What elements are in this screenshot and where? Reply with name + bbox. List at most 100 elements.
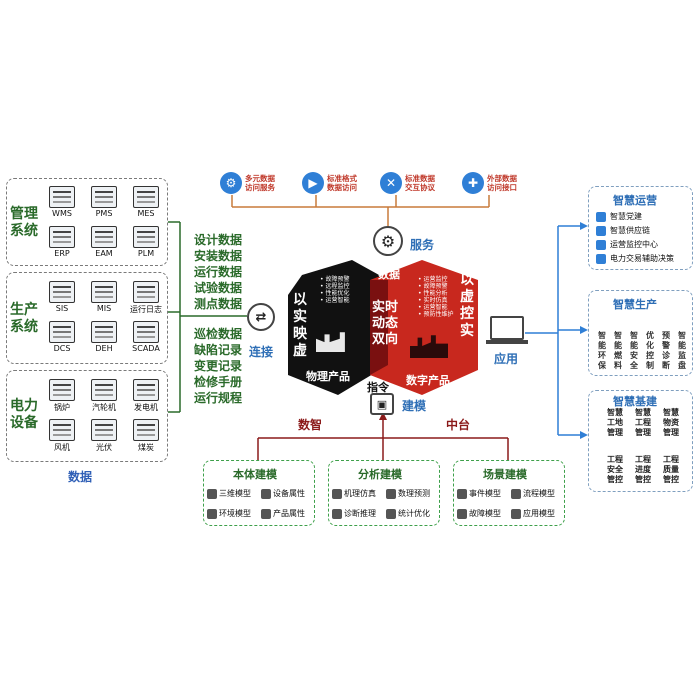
smart-construction-bottom-item[interactable]: 工程安全管控 bbox=[607, 455, 623, 484]
operation-line-label: 电力交易辅助决策 bbox=[610, 254, 674, 263]
system-item: 光伏 bbox=[82, 419, 126, 453]
modeling-item[interactable]: 事件模型 bbox=[457, 488, 501, 499]
bottom-right-word: 中台 bbox=[446, 418, 471, 432]
smart-construction-top-item[interactable]: 智慧工程管理 bbox=[635, 408, 651, 437]
system-item-icon bbox=[49, 379, 75, 401]
modeling-item-icon bbox=[511, 488, 521, 499]
system-item: ERP bbox=[40, 226, 84, 258]
service-text: 多元数据访问服务 bbox=[245, 174, 275, 192]
modeling-item-label: 事件模型 bbox=[469, 489, 501, 498]
system-item-label: 光伏 bbox=[96, 443, 112, 452]
modeling-group-box bbox=[203, 460, 315, 526]
system-item-label: PLM bbox=[137, 249, 155, 258]
smart-operation-line[interactable]: 智慧党建 bbox=[596, 211, 642, 222]
data-list-group-1: 设计数据安装数据运行数据试验数据测点数据 bbox=[194, 233, 243, 311]
service-item[interactable]: ✚外部数据访问接口 bbox=[462, 172, 517, 194]
system-item-label: 风机 bbox=[54, 443, 70, 452]
smart-production-column[interactable]: 智能安全 bbox=[630, 331, 638, 370]
modeling-item-icon bbox=[207, 508, 217, 519]
category-label-management: 管理系统 bbox=[10, 206, 38, 239]
modeling-item[interactable]: 故障模型 bbox=[457, 508, 501, 519]
system-item: MIS bbox=[82, 281, 126, 313]
right-product-label: 数字产品 bbox=[406, 374, 450, 387]
smart-production-column[interactable]: 智能环保 bbox=[598, 331, 606, 370]
system-item: 发电机 bbox=[124, 379, 168, 413]
modeling-item[interactable]: 产品属性 bbox=[261, 508, 305, 519]
smart-operation-line[interactable]: 智慧供应链 bbox=[596, 225, 650, 236]
modeling-item[interactable]: 机理仿真 bbox=[332, 488, 376, 499]
operation-line-icon bbox=[596, 253, 606, 264]
smart-construction-panel bbox=[588, 390, 693, 492]
system-item: 锅炉 bbox=[40, 379, 84, 413]
system-item-icon bbox=[49, 226, 75, 248]
modeling-item-icon bbox=[332, 508, 342, 519]
left-hex-title: 以实映虚 bbox=[293, 292, 307, 359]
smart-production-column[interactable]: 智能燃料 bbox=[614, 331, 622, 370]
modeling-item[interactable]: 流程模型 bbox=[511, 488, 555, 499]
modeling-item-icon bbox=[207, 488, 217, 499]
data-footer-label: 数据 bbox=[68, 470, 93, 484]
center-data-word: 数据 bbox=[378, 268, 400, 281]
modeling-item-icon bbox=[332, 488, 342, 499]
system-item-label: 汽轮机 bbox=[92, 403, 116, 412]
system-item: MES bbox=[124, 186, 168, 218]
smart-production-column[interactable]: 预警诊断 bbox=[662, 331, 670, 370]
system-item-label: MES bbox=[137, 209, 155, 218]
system-item-icon bbox=[133, 281, 159, 303]
smart-construction-top-item[interactable]: 智慧物资管理 bbox=[663, 408, 679, 437]
system-item: DEH bbox=[82, 321, 126, 353]
system-item-icon bbox=[49, 419, 75, 441]
service-item[interactable]: ▶标准格式数据访问 bbox=[302, 172, 357, 194]
category-label-production: 生产系统 bbox=[10, 302, 38, 335]
modeling-group-title: 场景建模 bbox=[483, 468, 527, 481]
operation-line-label: 智慧党建 bbox=[610, 212, 642, 221]
modeling-item-label: 设备属性 bbox=[273, 489, 305, 498]
system-item-icon bbox=[133, 419, 159, 441]
data-list-group-2: 巡检数据缺陷记录变更记录检修手册运行规程 bbox=[194, 327, 243, 405]
modeling-item[interactable]: 三维模型 bbox=[207, 488, 251, 499]
system-item-label: DCS bbox=[53, 344, 71, 353]
command-label: 指令 bbox=[367, 381, 389, 394]
system-item-label: PMS bbox=[95, 209, 113, 218]
system-item: PLM bbox=[124, 226, 168, 258]
modeling-item[interactable]: 设备属性 bbox=[261, 488, 305, 499]
smart-production-column[interactable]: 智能监盘 bbox=[678, 331, 686, 370]
service-item[interactable]: ✕标准数据交互协议 bbox=[380, 172, 435, 194]
center-hexagons bbox=[288, 260, 478, 395]
service-item[interactable]: ⚙多元数据访问服务 bbox=[220, 172, 275, 194]
system-item-label: 运行日志 bbox=[130, 305, 162, 314]
system-item-label: ERP bbox=[54, 249, 70, 258]
modeling-item[interactable]: 环境模型 bbox=[207, 508, 251, 519]
modeling-group-box bbox=[453, 460, 565, 526]
modeling-item[interactable]: 应用模型 bbox=[511, 508, 555, 519]
center-mid-label: 实时动态双向 bbox=[372, 300, 399, 347]
system-item-label: 发电机 bbox=[134, 403, 158, 412]
left-product-label: 物理产品 bbox=[306, 370, 350, 383]
modeling-item[interactable]: 数理预测 bbox=[386, 488, 430, 499]
modeling-item-icon bbox=[261, 508, 271, 519]
service-text: 标准数据交互协议 bbox=[405, 174, 435, 192]
smart-production-column[interactable]: 优化控制 bbox=[646, 331, 654, 370]
system-item-icon bbox=[91, 226, 117, 248]
operation-line-icon bbox=[596, 211, 606, 222]
smart-operation-title: 智慧运营 bbox=[613, 194, 657, 207]
modeling-item[interactable]: 统计优化 bbox=[386, 508, 430, 519]
system-item-label: MIS bbox=[96, 304, 112, 313]
service-icon: ✕ bbox=[380, 172, 402, 194]
smart-operation-line[interactable]: 运营监控中心 bbox=[596, 239, 658, 250]
smart-construction-top-item[interactable]: 智慧工地管理 bbox=[607, 408, 623, 437]
system-item-icon bbox=[49, 321, 75, 343]
smart-construction-bottom-item[interactable]: 工程质量管控 bbox=[663, 455, 679, 484]
system-item-label: SCADA bbox=[132, 344, 160, 353]
smart-operation-line[interactable]: 电力交易辅助决策 bbox=[596, 253, 674, 264]
modeling-item-icon bbox=[386, 508, 396, 519]
operation-line-label: 智慧供应链 bbox=[610, 226, 650, 235]
modeling-item-icon bbox=[386, 488, 396, 499]
system-item-label: EAM bbox=[95, 249, 113, 258]
modeling-item[interactable]: 诊断推理 bbox=[332, 508, 376, 519]
smart-construction-bottom-item[interactable]: 工程进度管控 bbox=[635, 455, 651, 484]
system-item: PMS bbox=[82, 186, 126, 218]
system-item-icon bbox=[91, 321, 117, 343]
system-item: WMS bbox=[40, 186, 84, 218]
